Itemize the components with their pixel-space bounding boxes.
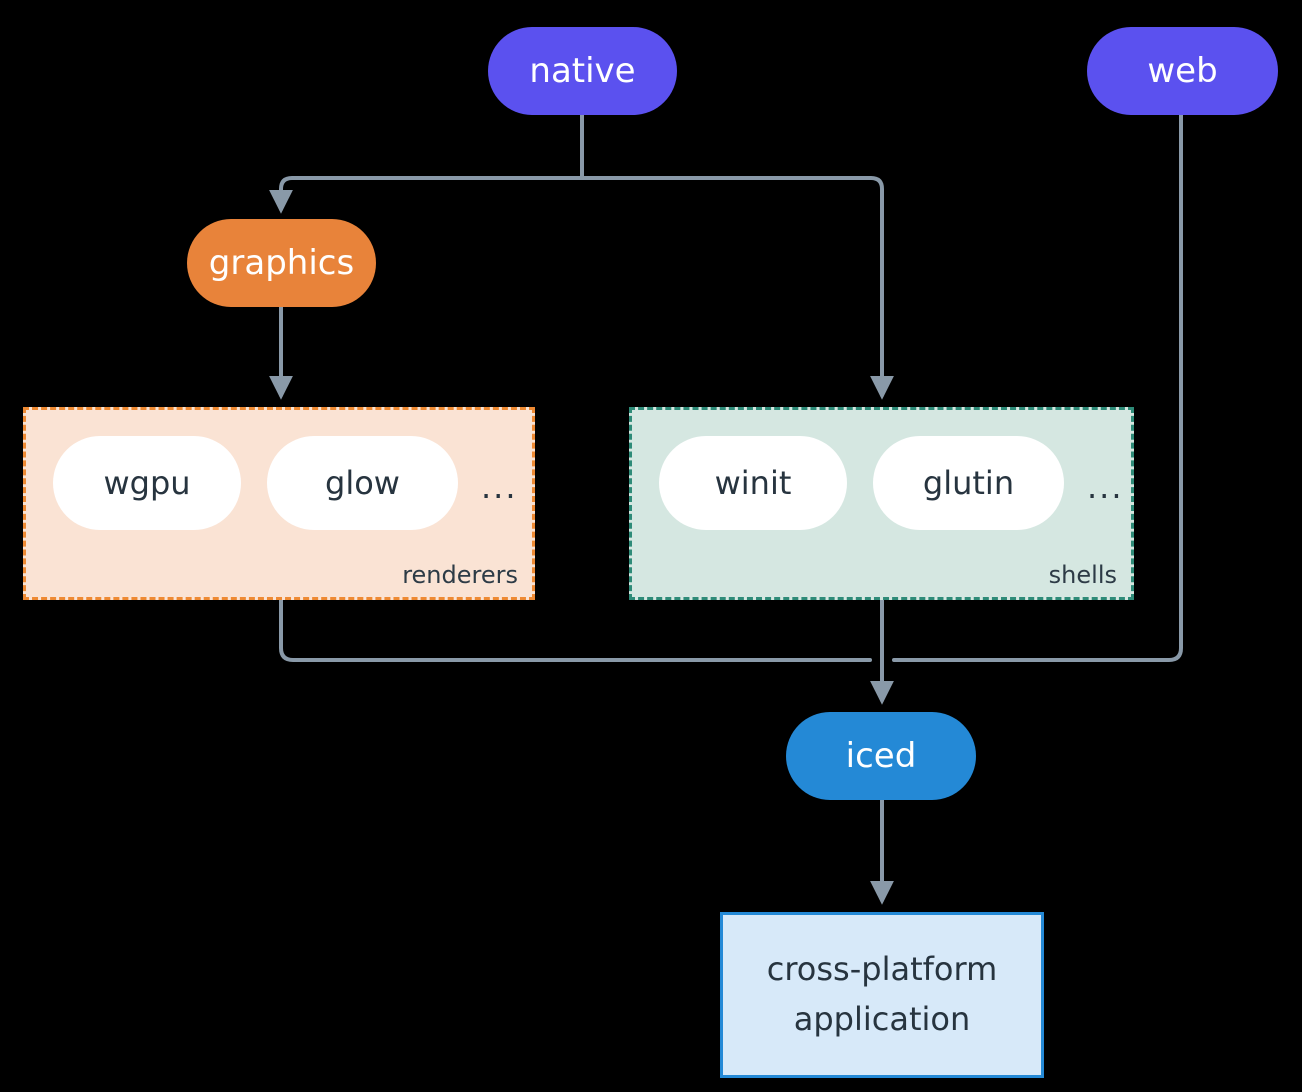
- node-glow[interactable]: glow: [267, 436, 458, 530]
- renderers-more-ellipsis: ...: [481, 468, 518, 506]
- cluster-renderers-label: renderers: [402, 561, 518, 589]
- node-web-label: web: [1147, 50, 1218, 91]
- node-graphics[interactable]: graphics: [187, 219, 376, 307]
- cluster-shells: winit glutin ... shells: [629, 407, 1134, 600]
- node-glutin-label: glutin: [922, 464, 1015, 502]
- cluster-renderers: wgpu glow ... renderers: [23, 407, 535, 600]
- cluster-shells-label: shells: [1048, 561, 1117, 589]
- node-iced[interactable]: iced: [786, 712, 976, 800]
- node-iced-label: iced: [845, 735, 917, 776]
- node-wgpu-label: wgpu: [103, 464, 191, 502]
- node-web[interactable]: web: [1087, 27, 1278, 115]
- edge-renderers-iced: [279, 598, 872, 662]
- node-graphics-label: graphics: [208, 242, 355, 283]
- node-cross-platform-application[interactable]: cross-platform application: [720, 912, 1044, 1078]
- node-winit-label: winit: [714, 464, 792, 502]
- edge-native-shells: [580, 176, 894, 400]
- node-native[interactable]: native: [488, 27, 677, 115]
- application-label-line1: cross-platform: [766, 950, 998, 989]
- node-native-label: native: [529, 50, 636, 91]
- node-glow-label: glow: [325, 464, 400, 502]
- node-winit[interactable]: winit: [659, 436, 847, 530]
- application-label-line2: application: [793, 1000, 971, 1038]
- node-glutin[interactable]: glutin: [873, 436, 1064, 530]
- shells-more-ellipsis: ...: [1087, 468, 1124, 506]
- edge-native-graphics: [269, 176, 584, 214]
- node-wgpu[interactable]: wgpu: [53, 436, 241, 530]
